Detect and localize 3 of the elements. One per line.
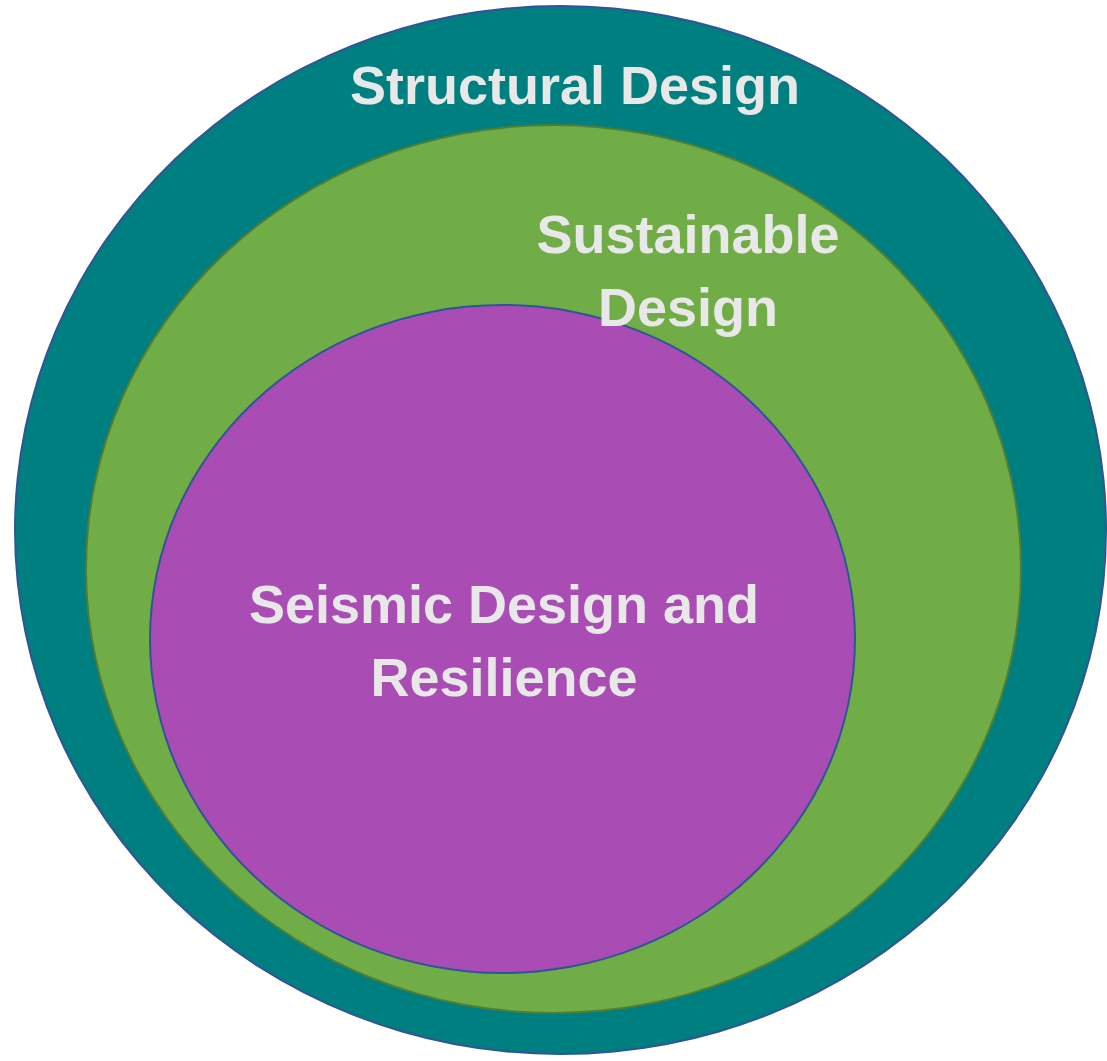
ellipse-label: Structural Design <box>348 54 802 117</box>
ellipse-label: Sustainable Design <box>535 203 841 339</box>
ellipse-label: Seismic Design and Resilience <box>247 573 761 709</box>
